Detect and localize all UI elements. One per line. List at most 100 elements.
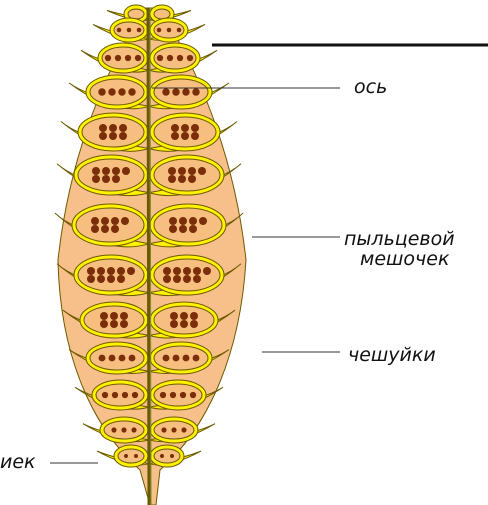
pollen-spore	[203, 267, 211, 275]
pollen-spore	[99, 355, 106, 362]
pollen-sac	[154, 346, 208, 370]
pollen-spore	[161, 427, 166, 432]
pollen-spore	[119, 124, 127, 132]
pollen-spore	[199, 217, 207, 225]
pollen-spore	[170, 320, 178, 328]
pollen-spore	[107, 267, 115, 275]
pollen-sac	[154, 9, 170, 19]
pollen-spore	[112, 167, 120, 175]
pollen-sac	[154, 208, 222, 242]
pollen-spore	[183, 275, 191, 283]
pollen-spore	[157, 28, 162, 33]
pollen-spore	[181, 132, 189, 140]
pollen-spore	[160, 454, 164, 458]
pollen-spore	[134, 454, 138, 458]
pollen-spore	[100, 320, 108, 328]
pollen-spore	[108, 88, 115, 95]
pollen-spore	[180, 320, 188, 328]
pollen-spore	[178, 175, 186, 183]
pollen-spore	[117, 28, 122, 33]
pollen-spore	[122, 392, 128, 398]
pollen-spore	[111, 217, 119, 225]
pollen-spore	[173, 267, 181, 275]
pollen-spore	[193, 267, 201, 275]
pollen-spore	[191, 124, 199, 132]
pollen-spore	[109, 132, 117, 140]
pollen-spore	[163, 275, 171, 283]
pollen-spore	[167, 55, 173, 61]
pollen-spore	[119, 355, 126, 362]
pollen-spore	[122, 167, 130, 175]
pollen-spore	[92, 167, 100, 175]
pollen-spore	[183, 355, 190, 362]
pollen-spore	[107, 275, 115, 283]
pollen-spore	[127, 28, 132, 33]
pollen-sac-label-line2: мешочек	[360, 249, 449, 269]
pollen-spore	[168, 175, 176, 183]
pollen-spore	[191, 132, 199, 140]
pollen-spore	[181, 427, 186, 432]
pollen-spore	[190, 320, 198, 328]
pollen-spore	[120, 320, 128, 328]
pollen-spore	[188, 167, 196, 175]
cone-axis	[148, 8, 149, 505]
pollen-spore	[117, 267, 125, 275]
pollen-spore	[99, 132, 107, 140]
pollen-spore	[109, 355, 116, 362]
pollen-spore	[173, 275, 181, 283]
pollen-spore	[87, 267, 95, 275]
pollen-spore	[157, 55, 163, 61]
pollen-spore	[121, 427, 126, 432]
pollen-spore	[189, 225, 197, 233]
pollen-spore	[109, 124, 117, 132]
pollen-spore	[163, 355, 170, 362]
pollen-spore	[100, 312, 108, 320]
pollen-spore	[193, 355, 200, 362]
pollen-spore	[99, 124, 107, 132]
pollen-spore	[102, 392, 108, 398]
pollen-spore	[169, 217, 177, 225]
pollen-spore	[102, 167, 110, 175]
pollen-spore	[170, 312, 178, 320]
pollen-spore	[167, 28, 172, 33]
pollen-spore	[168, 167, 176, 175]
pollen-sac	[154, 449, 180, 463]
pollen-spore	[170, 392, 176, 398]
pollen-spore	[127, 267, 135, 275]
pollen-spore	[179, 225, 187, 233]
pollen-spore	[128, 88, 135, 95]
axis-label: ось	[354, 77, 387, 97]
pollen-spore	[160, 392, 166, 398]
pollen-spore	[117, 275, 125, 283]
pollen-sac	[90, 79, 144, 105]
pollen-spore	[132, 392, 138, 398]
pollen-spore	[87, 275, 95, 283]
pollen-sac-label-line1: пыльцевой	[344, 229, 455, 249]
pollen-spore	[118, 88, 125, 95]
pollen-spore	[91, 217, 99, 225]
pollen-spore	[180, 392, 186, 398]
pollen-spore	[183, 267, 191, 275]
pollen-spore	[163, 267, 171, 275]
pollen-spore	[179, 217, 187, 225]
pollen-spore	[177, 55, 183, 61]
pollen-spore	[189, 217, 197, 225]
pollen-spore	[97, 275, 105, 283]
pollen-spore	[115, 55, 121, 61]
scales-label: чешуйки	[348, 345, 436, 365]
pollen-spore	[98, 88, 105, 95]
pollen-spore	[162, 88, 169, 95]
pollen-spore	[124, 454, 128, 458]
pollen-spore	[182, 88, 189, 95]
pollen-spore	[125, 55, 131, 61]
pollen-spore	[92, 175, 100, 183]
pollen-spore	[198, 167, 206, 175]
pollen-spore	[112, 175, 120, 183]
pollen-sac	[78, 159, 144, 191]
pollen-spore	[111, 427, 116, 432]
pollen-spore	[188, 175, 196, 183]
pollen-sac	[128, 9, 144, 19]
pollen-spore	[101, 225, 109, 233]
pollen-spore	[172, 88, 179, 95]
pollen-spore	[105, 55, 111, 61]
